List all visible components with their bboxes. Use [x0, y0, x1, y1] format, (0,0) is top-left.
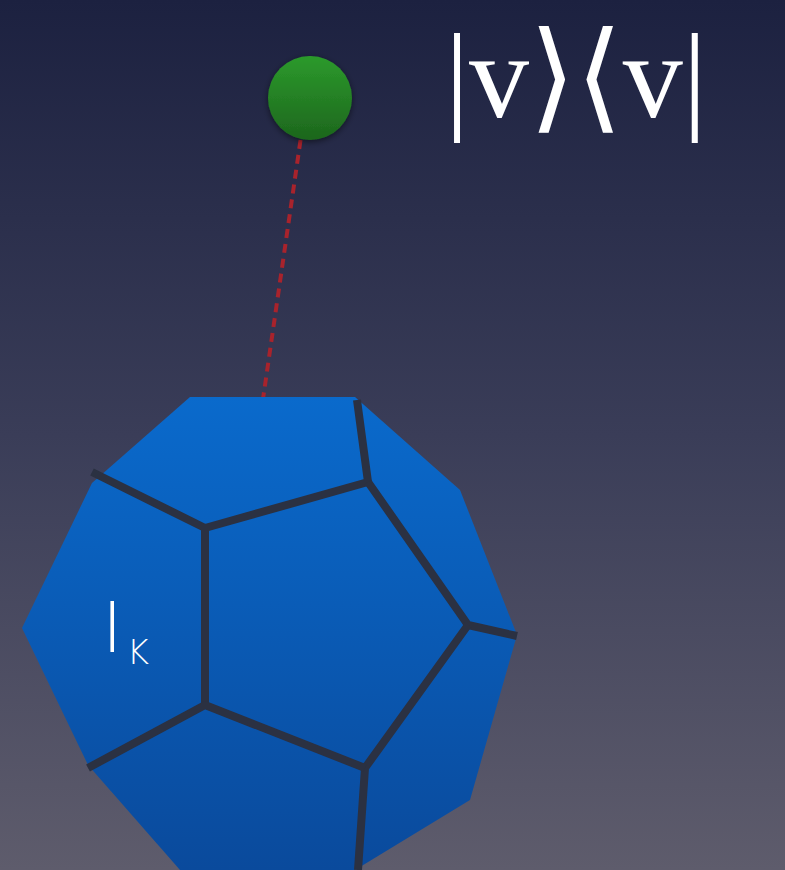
face-edge [201, 528, 209, 705]
face-edge [368, 482, 517, 636]
green-dot [268, 56, 352, 140]
state-circle-outline [267, 55, 353, 141]
state-label: |v⟩⟨v| [445, 17, 707, 137]
face-edge [92, 400, 368, 528]
operator-subscript: K [127, 635, 149, 669]
polytope-shape-outline [22, 397, 517, 870]
polytope-shape: IK [22, 397, 517, 870]
face-edge [358, 625, 468, 870]
state-circle: |v⟩⟨v| [267, 55, 353, 141]
face-edge [88, 705, 365, 768]
dashed-connector [263, 140, 301, 399]
dodecahedron-body [22, 397, 517, 870]
operator-letter: I [102, 593, 123, 663]
